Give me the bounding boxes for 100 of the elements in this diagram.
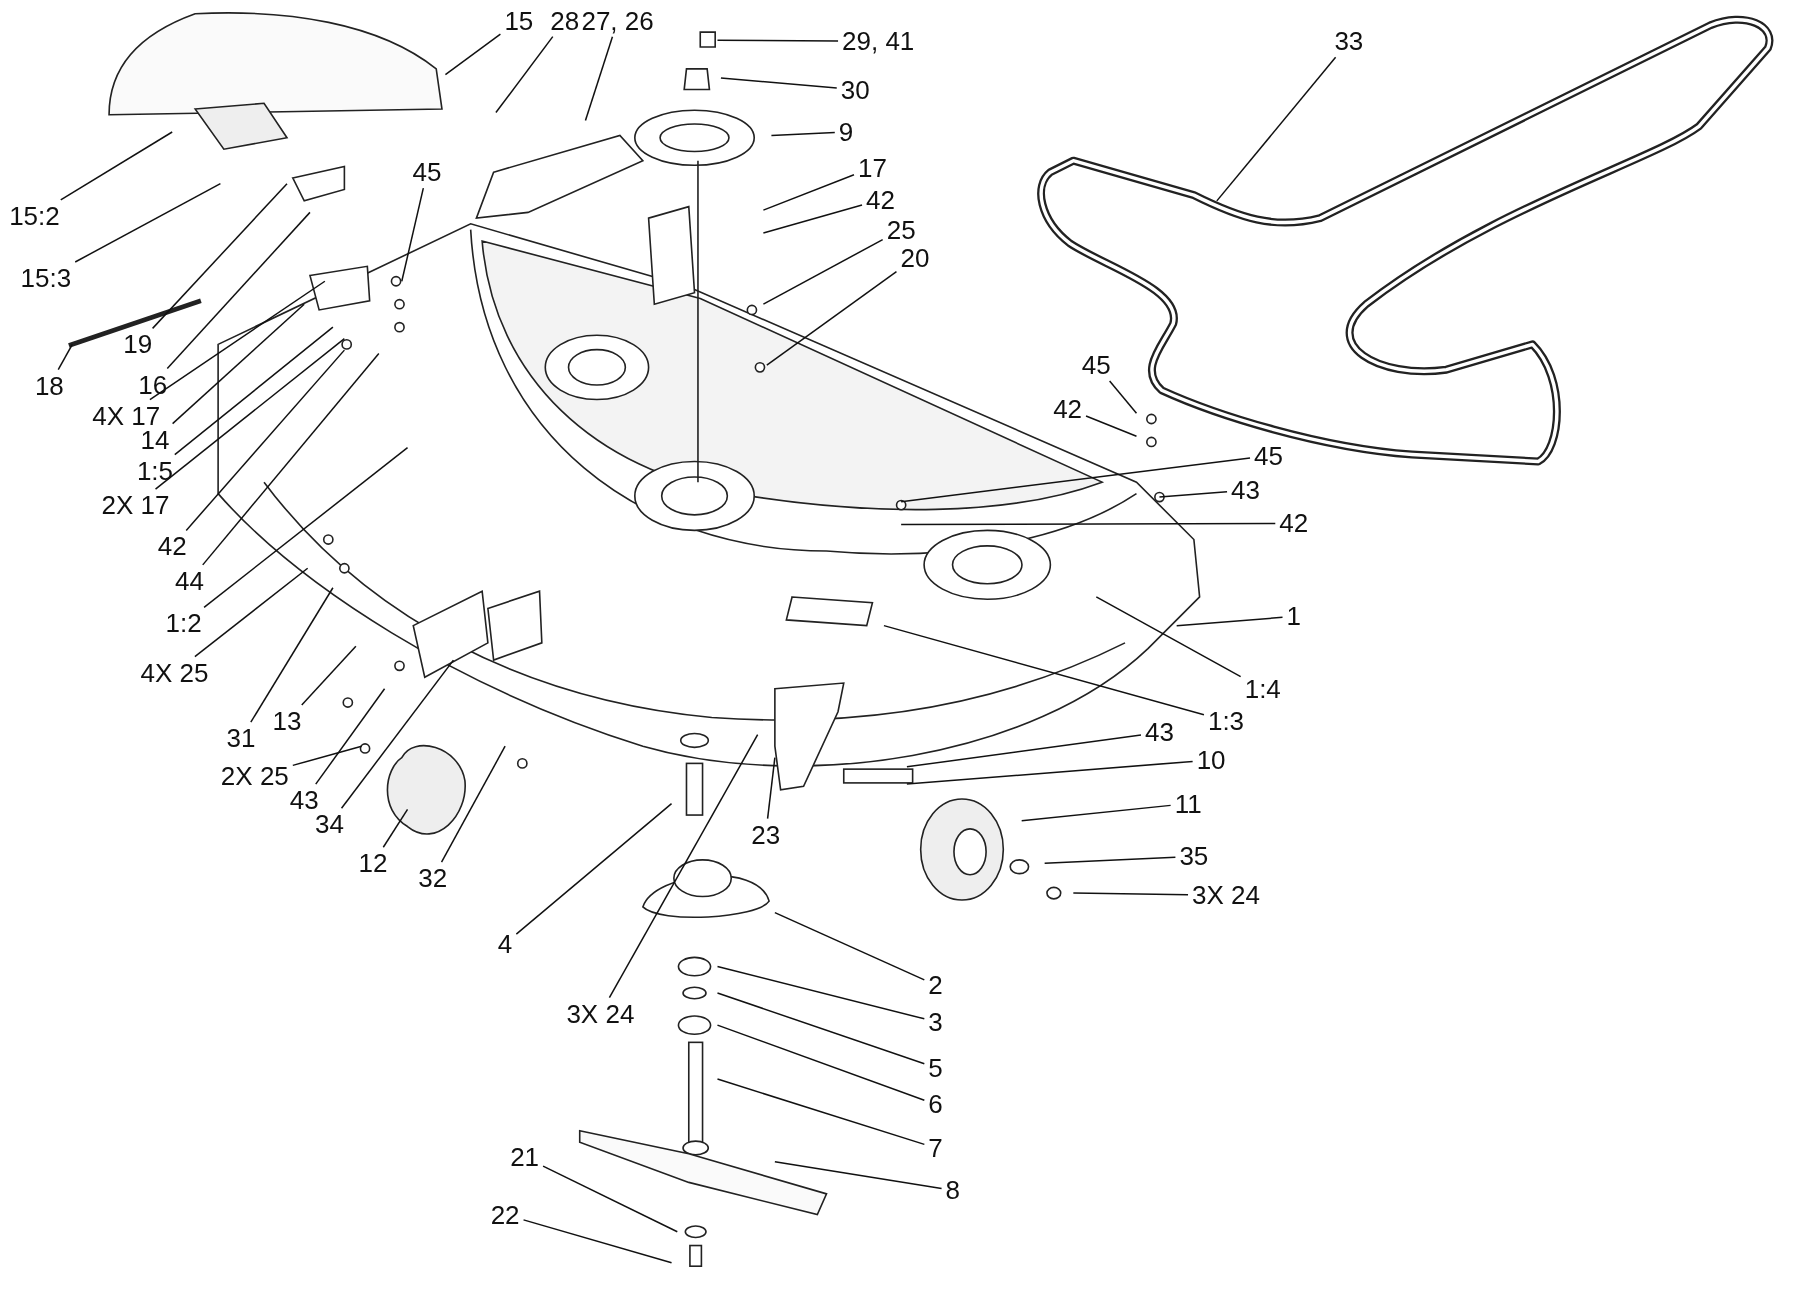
leader-line	[906, 760, 1194, 785]
callout-number: 5	[928, 1054, 943, 1081]
callout-number: 15	[504, 7, 534, 34]
callout-number: 17	[858, 154, 887, 181]
leader-line	[766, 270, 898, 366]
leader-line	[720, 77, 838, 89]
leader-line	[315, 688, 386, 785]
callout-number: 2	[928, 971, 943, 998]
callout-number: 4X 17	[92, 402, 161, 429]
leader-line	[174, 326, 334, 456]
callout-number: 42	[1279, 510, 1309, 537]
callout-number: 30	[840, 76, 870, 103]
leader-line	[1216, 56, 1337, 202]
leader-line	[762, 174, 855, 211]
callout-number: 1:3	[1207, 707, 1245, 734]
callout-number: 9	[838, 119, 854, 145]
leader-line	[151, 182, 288, 330]
leader-line	[74, 182, 222, 263]
leader-line	[60, 131, 173, 201]
callout-number: 3X 24	[1192, 882, 1260, 909]
leader-line	[440, 745, 506, 863]
callout-number: 44	[174, 567, 204, 594]
leader-line	[906, 734, 1142, 768]
callout-number: 27, 26	[581, 7, 654, 34]
callout-number: 10	[1196, 746, 1226, 773]
callout-number: 13	[272, 707, 302, 734]
leader-line	[608, 733, 759, 999]
callout-number: 31	[226, 725, 256, 752]
leader-line	[1175, 616, 1284, 627]
leader-line	[716, 1024, 926, 1101]
leader-line	[716, 39, 839, 42]
leader-line	[57, 343, 74, 371]
callout-number: 1:2	[165, 610, 202, 637]
leader-line	[203, 446, 409, 609]
leader-line	[149, 280, 326, 401]
leader-line	[762, 238, 884, 305]
callout-number: 12	[358, 850, 388, 877]
leader-line	[774, 1161, 943, 1190]
callout-number: 2X 17	[101, 492, 170, 519]
callout-number: 28	[550, 7, 580, 34]
leader-line	[194, 567, 309, 658]
callout-number: 2X 25	[220, 763, 289, 789]
leader-line	[1043, 856, 1177, 864]
leader-line	[1108, 380, 1138, 414]
leader-line	[202, 352, 380, 566]
callout-number: 29, 41	[842, 28, 915, 55]
callout-number: 14	[140, 426, 170, 453]
callout-number: 3	[928, 1008, 943, 1035]
leader-line	[166, 211, 311, 370]
callout-number: 21	[510, 1144, 540, 1171]
callout-number: 23	[751, 821, 781, 848]
leader-line	[542, 1165, 679, 1233]
callout-number: 33	[1334, 28, 1364, 55]
callout-number: 43	[1145, 719, 1174, 746]
leader-line	[716, 1078, 926, 1146]
callout-number: 43	[289, 787, 319, 814]
callout-number: 22	[490, 1201, 520, 1228]
leader-line	[766, 756, 776, 820]
leader-line	[340, 659, 455, 809]
callout-number: 16	[138, 371, 168, 398]
leader-line	[770, 131, 836, 137]
callout-number: 32	[418, 865, 448, 892]
callout-number: 42	[866, 186, 895, 213]
leader-line	[401, 187, 425, 282]
callout-number: 43	[1231, 477, 1260, 504]
callout-number: 8	[945, 1177, 961, 1204]
leader-line	[1020, 804, 1172, 822]
callout-number: 3X 24	[566, 1000, 635, 1027]
leader-line	[171, 303, 305, 425]
callout-number: 42	[157, 533, 187, 560]
callout-number: 19	[123, 331, 153, 358]
callout-number: 11	[1174, 790, 1202, 817]
callout-number: 1	[1286, 603, 1301, 630]
leader-line	[762, 204, 863, 234]
leader-line	[900, 457, 1251, 503]
leader-line	[522, 1219, 673, 1264]
callout-number: 6	[928, 1091, 943, 1118]
leader-line	[584, 35, 614, 122]
callout-number: 4X 25	[140, 659, 209, 686]
callout-number: 35	[1179, 843, 1209, 870]
leader-line	[1085, 415, 1138, 437]
callout-number: 18	[34, 372, 64, 399]
leader-line	[883, 624, 1205, 716]
leader-line	[444, 33, 502, 76]
leader-line	[250, 587, 334, 723]
leader-line	[495, 35, 554, 114]
callout-number: 45	[1254, 442, 1283, 469]
callout-number: 1:4	[1244, 675, 1281, 702]
callout-number: 7	[928, 1134, 943, 1161]
callout-number: 42	[1053, 395, 1083, 422]
leader-line	[774, 911, 926, 981]
leader-line	[301, 645, 357, 706]
leader-line	[716, 965, 926, 1020]
leader-line	[382, 808, 409, 848]
callout-number: 1:5	[136, 457, 174, 484]
leader-line	[292, 745, 363, 767]
leader-line	[515, 802, 673, 935]
callout-number: 20	[900, 245, 930, 272]
callout-number: 15:3	[20, 264, 72, 291]
callout-number: 45	[1081, 352, 1111, 379]
